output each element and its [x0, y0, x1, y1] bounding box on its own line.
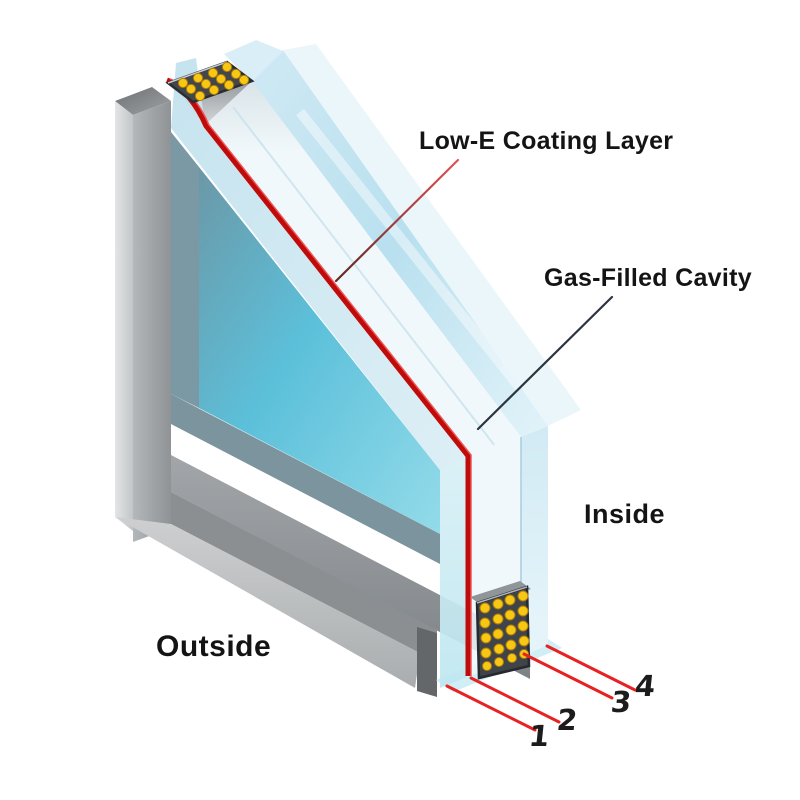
desiccant-dot: [194, 90, 206, 102]
surface-number-4: 4: [633, 669, 658, 703]
gas-filled-cavity-label: Gas-Filled Cavity: [544, 264, 752, 292]
outer-pane-front-strip: [440, 452, 467, 688]
surface-number-2: 2: [555, 703, 580, 737]
low-e-coating-label: Low-E Coating Layer: [419, 127, 674, 155]
desiccant-dot: [504, 594, 516, 606]
desiccant-dot: [504, 609, 516, 621]
glass-bottom-shadow-band: [171, 394, 440, 564]
desiccant-dot: [185, 83, 197, 95]
gas-cavity-label-leader-line: [476, 295, 614, 431]
inside-label: Inside: [584, 499, 666, 529]
desiccant-dot: [221, 61, 233, 73]
desiccant-dot: [207, 67, 219, 79]
desiccant-dot: [230, 68, 242, 80]
desiccant-dot: [480, 632, 492, 644]
desiccant-dot: [518, 635, 530, 647]
glass-top-tip: [224, 40, 283, 82]
desiccant-dot: [480, 647, 492, 659]
glass-main-face: [199, 167, 440, 534]
outside-label: Outside: [156, 630, 272, 663]
top-spacer: [165, 60, 255, 104]
glass-unit: [171, 40, 581, 692]
desiccant-dot: [517, 605, 529, 617]
outer-pane-cut-edge: [171, 58, 468, 470]
frame-top-face: [115, 87, 171, 115]
desiccant-dot: [238, 74, 250, 86]
leader-lines: [334, 158, 637, 732]
inner-pane-cut-edge: [252, 50, 548, 437]
top-desiccant-dots: [177, 61, 250, 102]
frame-end-cut-face: [417, 627, 437, 697]
desiccant-dot: [493, 643, 505, 655]
desiccant-dot: [492, 598, 504, 610]
desiccant-dot: [215, 73, 227, 85]
desiccant-dot: [223, 79, 235, 91]
frame-bottom-front-face: [115, 517, 420, 688]
glass-outer-glow-band: [283, 44, 581, 426]
desiccant-dot: [200, 78, 212, 90]
surface-number-1: 1: [527, 719, 552, 753]
desiccant-dot: [505, 639, 517, 651]
surface-4-leader-line: [545, 644, 637, 692]
desiccant-dot: [517, 590, 529, 602]
desiccant-dot: [517, 620, 529, 632]
desiccant-dot: [494, 657, 504, 667]
desiccant-dot: [505, 624, 517, 636]
frame-front-right-face: [133, 101, 171, 542]
desiccant-dot: [492, 613, 504, 625]
glass-left-shadow-strip: [171, 132, 199, 408]
inner-pane-highlight-streak: [296, 108, 524, 392]
desiccant-dot: [479, 617, 491, 629]
desiccant-dot: [192, 72, 204, 84]
surface-3-leader-line: [522, 652, 614, 700]
surface-1-leader-line: [445, 684, 537, 732]
surface-number-3: 3: [609, 685, 634, 719]
desiccant-dot: [507, 653, 517, 663]
low-e-label-leader-line: [334, 158, 460, 283]
cavity-mid-edge-line: [232, 106, 496, 447]
desiccant-dot: [479, 602, 491, 614]
desiccant-dot: [492, 628, 504, 640]
desiccant-dot: [177, 77, 189, 89]
surface-2-leader-line: [469, 676, 561, 724]
top-spacer-edge-highlight: [167, 61, 228, 84]
desiccant-dot: [482, 661, 492, 671]
frame-front-left-face: [115, 101, 133, 531]
bottom-spacer: [470, 581, 531, 680]
bottom-spacer-edge-highlight: [476, 586, 528, 604]
bottom-desiccant-dots: [479, 590, 530, 671]
frame-rebate-face: [171, 492, 437, 662]
bottom-spacer-top-face: [470, 581, 531, 605]
desiccant-dot: [208, 84, 220, 96]
